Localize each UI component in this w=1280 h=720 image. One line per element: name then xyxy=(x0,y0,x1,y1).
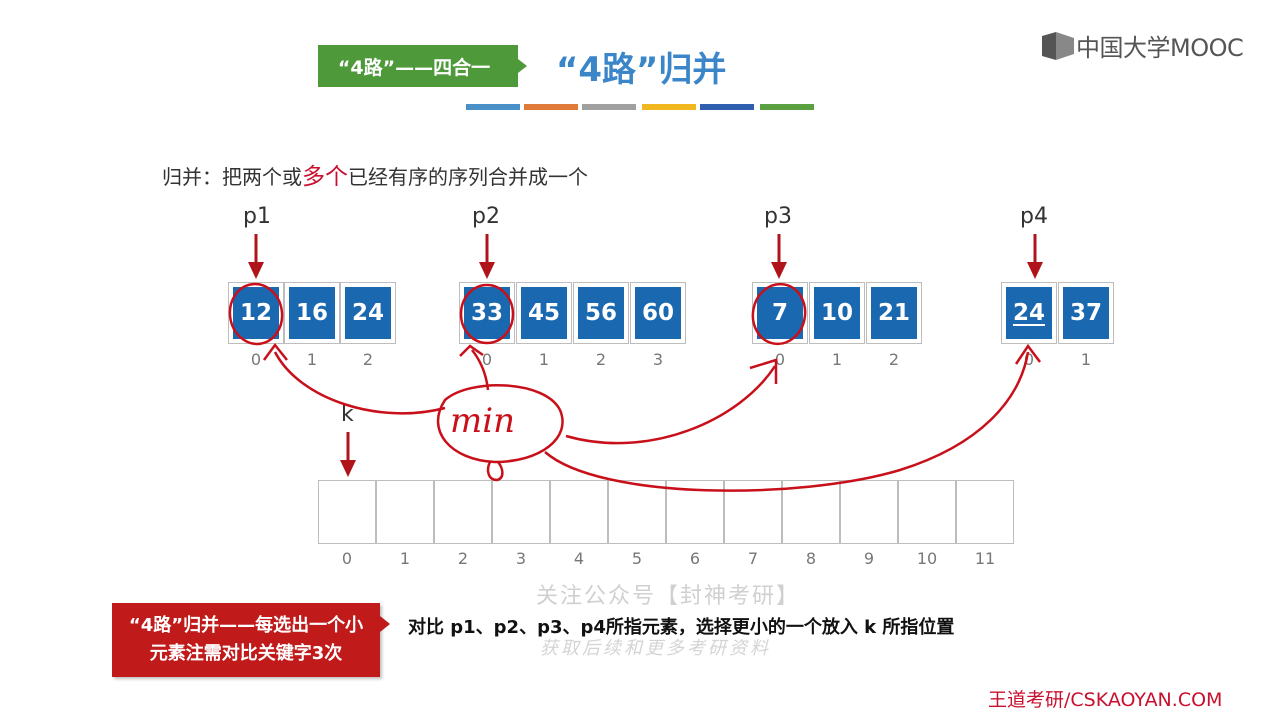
slide-title: “4路”归并 xyxy=(556,50,727,90)
array1-index: 2 xyxy=(362,350,374,369)
color-bar-1 xyxy=(466,104,520,110)
array1-index: 1 xyxy=(306,350,318,369)
mooc-logo-icon xyxy=(1042,31,1074,60)
array2-value: 56 xyxy=(578,287,624,339)
pointer-arrows xyxy=(248,234,1043,477)
hand-circles xyxy=(228,282,807,346)
array2-value: 33 xyxy=(464,287,510,339)
target-cell xyxy=(492,480,550,544)
array2-index: 3 xyxy=(652,350,664,369)
target-index: 1 xyxy=(399,549,411,568)
array2-cell: 56 xyxy=(573,282,629,344)
array3-value: 10 xyxy=(814,287,860,339)
target-cell xyxy=(376,480,434,544)
definition-suffix: 已经有序的序列合并成一个 xyxy=(348,165,588,189)
pointer-label-p3: p3 xyxy=(764,204,792,229)
watermark-line1: 关注公众号【封神考研】 xyxy=(536,584,801,609)
array4-value-text: 24 xyxy=(1012,300,1045,326)
target-index: 5 xyxy=(631,549,643,568)
target-index: 3 xyxy=(515,549,527,568)
min-label: min xyxy=(450,401,515,441)
definition-text: 归并：把两个或多个已经有序的序列合并成一个 xyxy=(162,157,588,191)
target-cell xyxy=(608,480,666,544)
target-cell xyxy=(550,480,608,544)
array4-index: 0 xyxy=(1023,350,1035,369)
array3-value: 21 xyxy=(871,287,917,339)
array2-index: 0 xyxy=(481,350,493,369)
array4-value: 24 xyxy=(1006,287,1052,339)
array1-cell: 16 xyxy=(284,282,340,344)
section-tag: “4路”——四合一 xyxy=(318,45,518,87)
array3-value: 7 xyxy=(757,287,803,339)
callout-line1: “4路”归并——每选出一个小 xyxy=(128,615,364,636)
color-bar-5 xyxy=(700,104,754,110)
color-bar-3 xyxy=(582,104,636,110)
array2-value: 45 xyxy=(521,287,567,339)
target-index: 10 xyxy=(916,549,938,568)
definition-prefix: 归并：把两个或 xyxy=(162,165,302,189)
array4-cell: 37 xyxy=(1058,282,1114,344)
target-index: 7 xyxy=(747,549,759,568)
target-index: 6 xyxy=(689,549,701,568)
target-cell xyxy=(782,480,840,544)
target-cell xyxy=(840,480,898,544)
callout-line2: 元素注需对比关键字3次 xyxy=(149,643,343,664)
pointer-label-p4: p4 xyxy=(1020,204,1048,229)
array1-value: 16 xyxy=(289,287,335,339)
callout-box: “4路”归并——每选出一个小 元素注需对比关键字3次 xyxy=(112,603,380,677)
target-index: 9 xyxy=(863,549,875,568)
pointer-label-p1: p1 xyxy=(243,204,271,229)
target-cell xyxy=(434,480,492,544)
callout-arrow xyxy=(380,616,390,632)
pointer-label-p2: p2 xyxy=(472,204,500,229)
hand-arrows xyxy=(262,342,1041,492)
target-index: 0 xyxy=(341,549,353,568)
target-index: 2 xyxy=(457,549,469,568)
color-bar-4 xyxy=(642,104,696,110)
section-tag-arrow xyxy=(518,59,527,73)
callout-description: 对比 p1、p2、p3、p4所指元素，选择更小的一个放入 k 所指位置 xyxy=(408,617,955,638)
array2-cell: 60 xyxy=(630,282,686,344)
footer-brand: 王道考研/CSKAOYAN.COM xyxy=(988,689,1223,711)
watermark-line2: 获取后续和更多考研资料 xyxy=(540,638,771,659)
target-index: 4 xyxy=(573,549,585,568)
array1-cell: 24 xyxy=(340,282,396,344)
pointer-label-k: k xyxy=(341,402,354,427)
color-bar-6 xyxy=(760,104,814,110)
definition-highlight: 多个 xyxy=(302,164,348,190)
array2-index: 1 xyxy=(538,350,550,369)
target-index: 11 xyxy=(974,549,996,568)
target-cell xyxy=(666,480,724,544)
array4-value: 37 xyxy=(1063,287,1109,339)
array2-index: 2 xyxy=(595,350,607,369)
array3-index: 2 xyxy=(888,350,900,369)
array1-value: 12 xyxy=(233,287,279,339)
target-cell xyxy=(956,480,1014,544)
target-cell xyxy=(318,480,376,544)
array2-value: 60 xyxy=(635,287,681,339)
array3-cell: 21 xyxy=(866,282,922,344)
array1-index: 0 xyxy=(250,350,262,369)
mooc-logo: 中国大学MOOC xyxy=(1040,28,1244,63)
target-index: 8 xyxy=(805,549,817,568)
target-cell xyxy=(898,480,956,544)
array4-index: 1 xyxy=(1080,350,1092,369)
color-bar-2 xyxy=(524,104,578,110)
array2-cell: 45 xyxy=(516,282,572,344)
mooc-logo-text: 中国大学MOOC xyxy=(1076,34,1244,62)
min-annotation xyxy=(436,384,564,482)
array3-index: 0 xyxy=(774,350,786,369)
array4-cell: 24 xyxy=(1001,282,1057,344)
array3-cell: 10 xyxy=(809,282,865,344)
array3-index: 1 xyxy=(831,350,843,369)
array1-value: 24 xyxy=(345,287,391,339)
